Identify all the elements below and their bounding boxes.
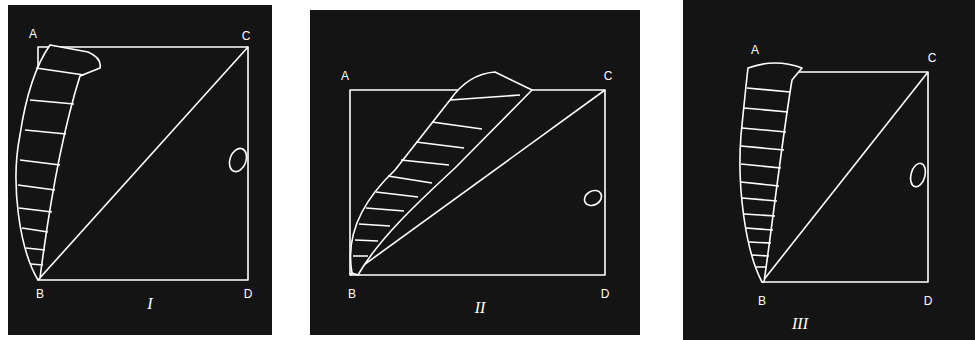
- corner-letter: B: [758, 295, 766, 307]
- corner-letter: B: [36, 288, 44, 300]
- panel-ground: [310, 10, 640, 335]
- panel-ground: [8, 5, 272, 335]
- corner-letter: D: [601, 288, 610, 300]
- corner-letter: B: [348, 288, 356, 300]
- corner-letter: D: [244, 288, 253, 300]
- corner-letter: C: [928, 52, 937, 64]
- corner-letter: A: [751, 44, 759, 56]
- aperture-ellipse: [226, 146, 249, 174]
- aperture-ellipse: [908, 162, 928, 189]
- aperture-ellipse: [582, 187, 605, 208]
- shell-outline: [740, 63, 802, 282]
- corner-letter: C: [242, 30, 251, 42]
- panel-ground: [683, 0, 975, 340]
- corner-letter: A: [341, 70, 349, 82]
- corner-letter: D: [924, 295, 933, 307]
- figure-number: III: [792, 316, 808, 332]
- shell-outline: [16, 45, 100, 280]
- shell-septa: [353, 95, 520, 256]
- corner-letter: A: [29, 28, 37, 40]
- shell-septa: [741, 88, 790, 267]
- shell-septa: [18, 68, 84, 265]
- figure-number: II: [475, 300, 486, 316]
- shell-outline: [351, 72, 532, 275]
- figure-number: I: [147, 296, 152, 312]
- corner-letter: C: [604, 70, 613, 82]
